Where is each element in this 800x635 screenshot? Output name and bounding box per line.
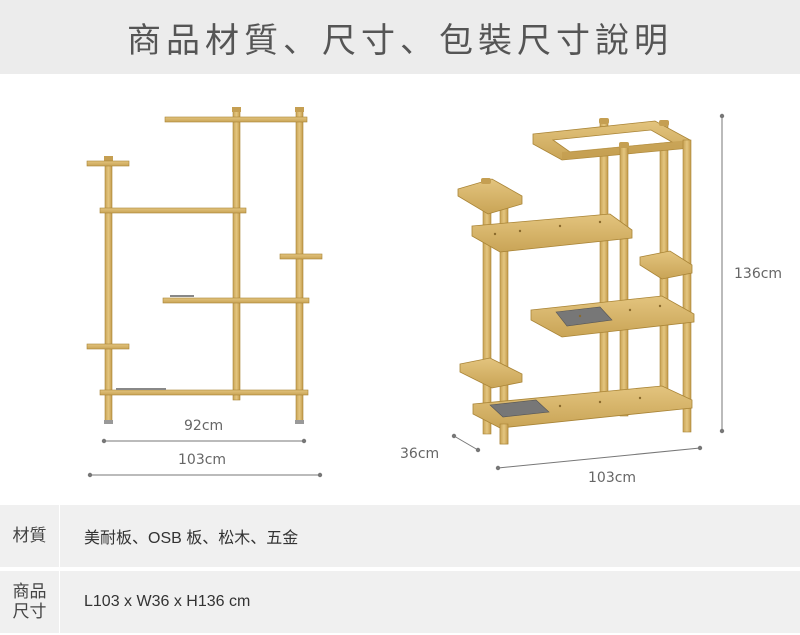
shelf-drawing: [86, 107, 725, 478]
iso-view: [451, 113, 725, 471]
product-diagram: 92cm 103cm 36cm 103cm 136cm: [0, 74, 800, 504]
material-key-label: 材質: [12, 526, 47, 546]
iso-width-label: 103cm: [588, 470, 637, 486]
depth-label: 36cm: [400, 446, 440, 462]
size-key: 商品 尺寸: [0, 571, 60, 633]
spec-table: 材質 美耐板、OSB 板、松木、五金 商品 尺寸 L103 x W36 x H1…: [0, 505, 800, 633]
size-value: L103 x W36 x H136 cm: [84, 593, 251, 610]
front-view: [86, 107, 323, 478]
page-header: 商品材質、尺寸、包裝尺寸說明: [0, 0, 800, 74]
spec-row-material: 材質 美耐板、OSB 板、松木、五金: [0, 505, 800, 567]
front-outer-width-label: 103cm: [178, 452, 227, 468]
page-title: 商品材質、尺寸、包裝尺寸說明: [127, 20, 673, 61]
front-inner-width-label: 92cm: [184, 418, 224, 434]
material-key: 材質: [0, 505, 60, 567]
size-key-line2: 尺寸: [12, 602, 47, 622]
size-key-line1: 商品: [12, 582, 47, 602]
height-label: 136cm: [734, 266, 783, 282]
spec-row-size: 商品 尺寸 L103 x W36 x H136 cm: [0, 571, 800, 633]
material-value: 美耐板、OSB 板、松木、五金: [84, 530, 299, 547]
